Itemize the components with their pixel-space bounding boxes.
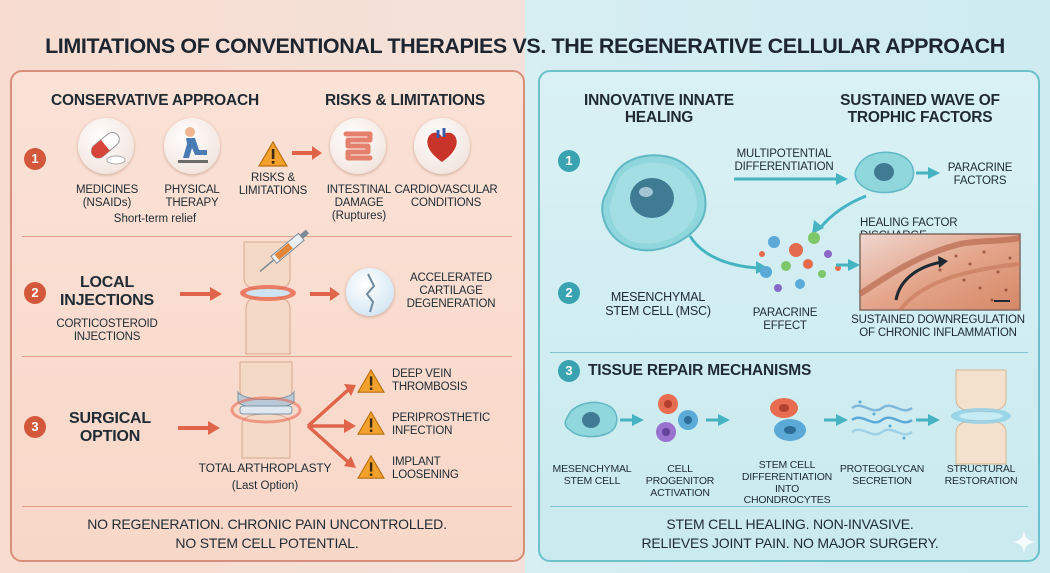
mesenchymal-cell-icon	[564, 401, 618, 438]
intestinal-damage-label: INTESTINAL DAMAGE (Ruptures)	[316, 184, 402, 223]
cartilage-degeneration-label: ACCELERATED CARTILAGE DEGENERATION	[406, 272, 496, 310]
physical-therapy-label: PHYSICAL THERAPY	[164, 184, 220, 209]
arrow-right-icon	[292, 146, 322, 160]
right-footer-line2: RELIEVES JOINT PAIN. NO MAJOR SURGERY.	[641, 535, 939, 551]
mech-label-restoration: STRUCTURAL RESTORATION	[944, 463, 1018, 487]
paracrine-factors-label: PARACRINE FACTORS	[947, 162, 1013, 187]
stem-cell-icon	[601, 154, 707, 252]
step-number: 3	[558, 360, 580, 382]
divider	[22, 506, 512, 507]
conservative-approach-heading: CONSERVATIVE APPROACH	[51, 92, 259, 109]
step-number: 2	[558, 282, 580, 304]
progenitor-cells-icon	[656, 394, 698, 442]
periprosthetic-infection-label: PERIPROSTHETIC INFECTION	[392, 412, 491, 437]
implant-loosening-label: IMPLANT LOOSENING	[392, 456, 459, 481]
right-footer-line1: STEM CELL HEALING. NON-INVASIVE.	[666, 516, 914, 532]
tissue-micrograph-image	[858, 233, 1021, 312]
chondrocytes-icon	[770, 398, 806, 441]
left-footer-line2: NO STEM CELL POTENTIAL.	[175, 535, 359, 551]
arrow-right-icon	[178, 421, 220, 435]
tissue-repair-heading: TISSUE REPAIR MECHANISMS	[588, 362, 812, 379]
arrow-right-icon	[916, 167, 940, 179]
medicines-label: MEDICINES (NSAIDs)	[64, 184, 150, 210]
medicines-sublabel: (NSAIDs)	[82, 196, 132, 209]
intestine-icon	[330, 118, 386, 174]
proteoglycan-strands-icon	[851, 400, 913, 440]
step-number: 3	[24, 416, 46, 438]
curved-arrow-icon	[812, 194, 867, 234]
risks-limitations-heading: RISKS & LIMITATIONS	[324, 92, 486, 109]
mech-label-chondrocytes: STEM CELL DIFFERENTIATION INTO CHONDROCY…	[741, 459, 833, 507]
mech-label-msc: MESENCHYMAL STEM CELL	[552, 463, 632, 487]
downregulation-label: SUSTAINED DOWNREGULATION OF CHRONIC INFL…	[851, 314, 1025, 339]
total-arthroplasty-label: TOTAL ARTHROPLASTY	[198, 461, 332, 475]
arrow-right-icon	[836, 259, 860, 271]
arrow-right-icon	[180, 287, 222, 301]
cardiovascular-conditions-label: CARDIOVASCULAR CONDITIONS	[394, 184, 498, 209]
local-injections-title: LOCAL INJECTIONS	[59, 274, 155, 309]
arrow-right-icon	[706, 414, 730, 426]
warning-icon	[257, 140, 289, 167]
divider	[22, 356, 512, 357]
step-number: 1	[558, 150, 580, 172]
divider	[550, 352, 1028, 353]
surgical-option-title: SURGICAL OPTION	[69, 410, 151, 445]
regenerative-approach-panel	[538, 70, 1040, 562]
intestinal-damage-sublabel: (Ruptures)	[331, 209, 387, 222]
innovative-healing-heading: INNOVATIVE INNATE HEALING	[584, 92, 734, 127]
pills-icon	[78, 118, 134, 174]
warning-icon	[357, 454, 385, 479]
risks-limitations-label: RISKS & LIMITATIONS	[238, 172, 308, 197]
step-number: 2	[24, 282, 46, 304]
arrow-right-icon	[734, 173, 848, 185]
arrow-right-icon	[824, 414, 848, 426]
paracrine-effect-label: PARACRINE EFFECT	[752, 307, 818, 332]
restored-joint-icon	[951, 369, 1011, 465]
divider	[550, 506, 1028, 507]
msc-label: MESENCHYMAL STEM CELL (MSC)	[605, 290, 711, 318]
knee-implant-icon	[230, 361, 302, 459]
deep-vein-thrombosis-label: DEEP VEIN THROMBOSIS	[392, 368, 468, 393]
page-title: LIMITATIONS OF CONVENTIONAL THERAPIES vs…	[45, 34, 1005, 58]
short-term-relief-label: Short-term relief	[113, 213, 197, 225]
trophic-factors-heading: SUSTAINED WAVE OF TROPHIC FACTORS	[840, 92, 1000, 127]
cracked-cartilage-icon	[346, 268, 394, 316]
warning-icon	[357, 410, 385, 435]
corticosteroid-injections-label: CORTICOSTEROID INJECTIONS	[56, 318, 158, 343]
last-option-label: (Last Option)	[231, 480, 299, 492]
mech-label-proteoglycan: PROTEOGLYCAN SECRETION	[839, 463, 925, 487]
multipotential-differentiation-label: MULTIPOTENTIAL DIFFERENTIATION	[734, 148, 834, 173]
divider	[22, 236, 512, 237]
warning-icon	[357, 368, 385, 393]
branch-arrows-icon	[306, 384, 356, 468]
left-footer-line1: NO REGENERATION. CHRONIC PAIN UNCONTROLL…	[87, 516, 447, 532]
heart-icon	[414, 118, 470, 174]
arrow-right-icon	[620, 414, 644, 426]
physical-therapy-icon	[164, 118, 220, 174]
small-stem-cell-icon	[854, 151, 915, 194]
knee-joint-injection-icon	[240, 229, 310, 355]
mech-label-progenitor: CELL PROGENITOR ACTIVATION	[645, 463, 715, 499]
sparkle-icon	[1012, 530, 1036, 554]
paracrine-particles-icon	[759, 232, 841, 292]
arrow-right-icon	[310, 287, 340, 301]
step-number: 1	[24, 148, 46, 170]
arrow-right-icon	[916, 414, 940, 426]
curved-arrow-icon	[688, 235, 768, 274]
